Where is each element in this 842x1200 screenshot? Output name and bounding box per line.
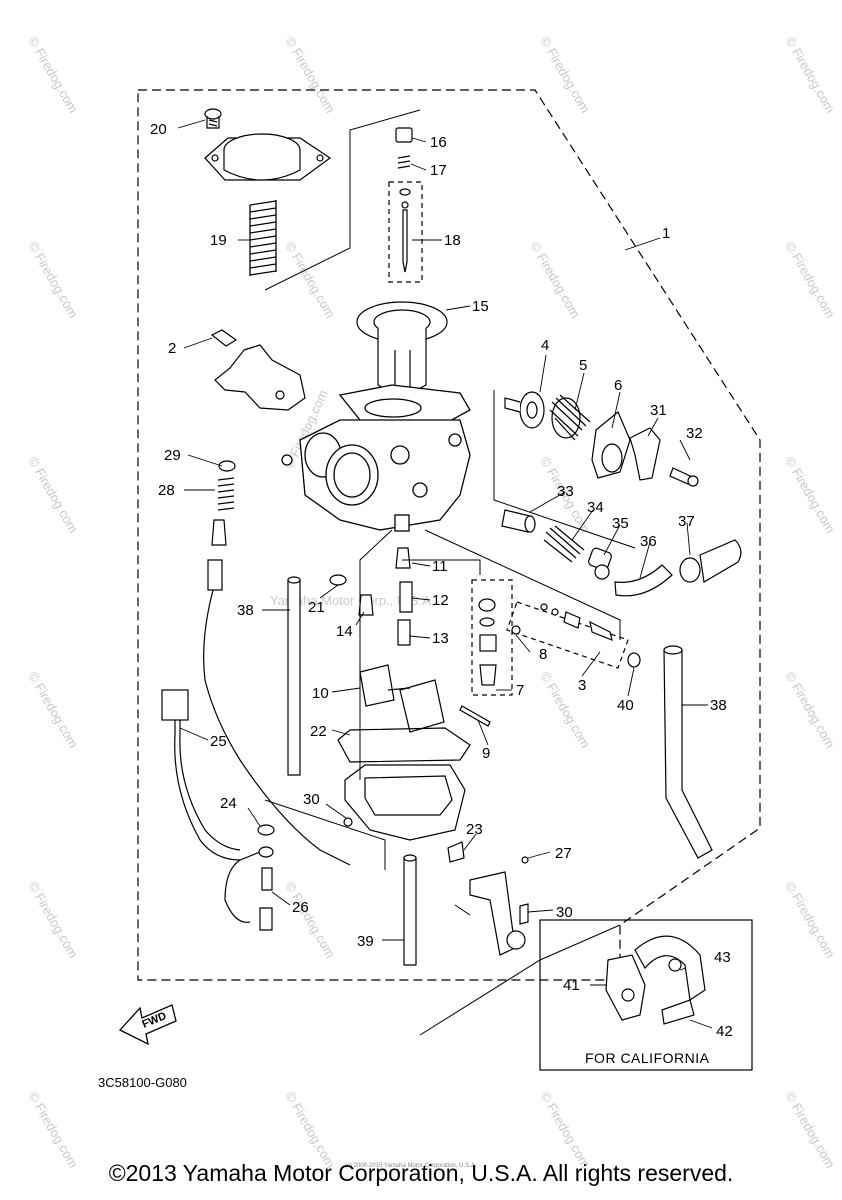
watermark: © Firedog.com: [782, 34, 838, 116]
watermark: © Firedog.com: [537, 1089, 593, 1171]
float-parts: [359, 664, 491, 733]
callout-15: 15: [472, 298, 489, 315]
callout-1: 1: [662, 225, 670, 242]
cap-group-bracket: [264, 109, 421, 291]
callout-28: 28: [158, 482, 175, 499]
diagram-code: 3C58100-G080: [98, 1075, 187, 1090]
callout-13: 13: [432, 630, 449, 647]
screw-20: [204, 108, 222, 129]
callout-17: 17: [430, 162, 447, 179]
callout-14: 14: [336, 623, 353, 640]
callout-5: 5: [579, 357, 587, 374]
callout-42: 42: [716, 1023, 733, 1040]
bracket-parts: [210, 329, 306, 411]
small-print: (c) 2000-2015 Yamaha Motor Corporation, …: [345, 1163, 477, 1169]
watermark: © Firedog.com: [25, 239, 81, 321]
callout-32: 32: [686, 425, 703, 442]
lever-parts: [629, 427, 699, 487]
callout-8: 8: [539, 646, 547, 663]
callout-21: 21: [308, 599, 325, 616]
callout-35: 35: [612, 515, 629, 532]
watermark: © Firedog.com: [25, 1089, 81, 1171]
callout-3: 3: [578, 677, 586, 694]
callout-41: 41: [563, 977, 580, 994]
watermark-center: Yamaha Motor Corp., U.S.A.: [270, 593, 435, 608]
callout-30a: 30: [303, 791, 320, 808]
callout-38b: 38: [710, 697, 727, 714]
watermark: © Firedog.com: [25, 669, 81, 751]
callout-23: 23: [466, 821, 483, 838]
callout-9: 9: [482, 745, 490, 762]
callout-37: 37: [678, 513, 695, 530]
pilot-screw-parts: [203, 460, 351, 866]
watermark: © Firedog.com: [25, 34, 81, 116]
callout-30b: 30: [556, 904, 573, 921]
watermark: © Firedog.com: [782, 879, 838, 961]
california-box: FOR CALIFORNIA: [539, 919, 753, 1071]
callout-11: 11: [432, 558, 448, 575]
idle-parts: [501, 509, 742, 597]
top-cover: [204, 133, 332, 181]
callout-29: 29: [164, 447, 181, 464]
callout-22: 22: [310, 723, 327, 740]
callout-10: 10: [312, 685, 329, 702]
sensor-wire: [161, 689, 275, 931]
watermark: © Firedog.com: [25, 454, 81, 536]
watermark: © Firedog.com: [782, 669, 838, 751]
screw-set-3: [506, 601, 641, 669]
callout-27: 27: [555, 845, 572, 862]
callout-2: 2: [168, 340, 176, 357]
needle-parts: [388, 127, 423, 283]
callout-12: 12: [432, 592, 449, 609]
callout-34: 34: [587, 499, 604, 516]
callout-7: 7: [516, 682, 524, 699]
watermark: © Firedog.com: [782, 454, 838, 536]
watermark: © Firedog.com: [282, 879, 338, 961]
callout-26: 26: [292, 899, 309, 916]
callout-labels: 20 16 17 18 19 1 15 2 4 5 6 31 32 29 28 …: [150, 121, 733, 1040]
jet-parts: [329, 547, 513, 696]
callout-16: 16: [430, 134, 447, 151]
callout-33: 33: [557, 483, 574, 500]
callout-6: 6: [614, 377, 622, 394]
callout-4: 4: [541, 337, 549, 354]
float-bowl: [337, 727, 529, 956]
watermark: © Firedog.com: [782, 1089, 838, 1171]
assembly-boundary: [137, 89, 761, 981]
watermark: © Firedog.com: [537, 34, 593, 116]
watermark: © Firedog.com: [282, 1089, 338, 1171]
callout-24: 24: [220, 795, 237, 812]
watermark: © Firedog.com: [282, 239, 338, 321]
callout-25: 25: [210, 733, 227, 750]
callout-19: 19: [210, 232, 227, 249]
callout-43: 43: [714, 949, 731, 966]
watermark: © Firedog.com: [25, 879, 81, 961]
callout-31: 31: [650, 402, 667, 419]
callout-20: 20: [150, 121, 167, 138]
copyright-notice: ©2013 Yamaha Motor Corporation, U.S.A. A…: [108, 1160, 734, 1186]
callout-40: 40: [617, 697, 634, 714]
callout-18: 18: [444, 232, 461, 249]
watermark: © Firedog.com: [782, 239, 838, 321]
callout-36: 36: [640, 533, 657, 550]
california-note: FOR CALIFORNIA: [585, 1050, 710, 1066]
callout-39: 39: [357, 933, 374, 950]
watermark: © Firedog.com: [527, 239, 583, 321]
callout-38a: 38: [237, 602, 254, 619]
spring-19: [248, 200, 278, 280]
watermark: © Firedog.com: [282, 34, 338, 116]
carburetor-body: [281, 384, 471, 532]
diaphragm-15: [356, 301, 448, 394]
vent-tubes: [287, 576, 713, 966]
fwd-arrow-icon: FWD: [118, 1004, 177, 1046]
choke-parts: [504, 391, 631, 479]
